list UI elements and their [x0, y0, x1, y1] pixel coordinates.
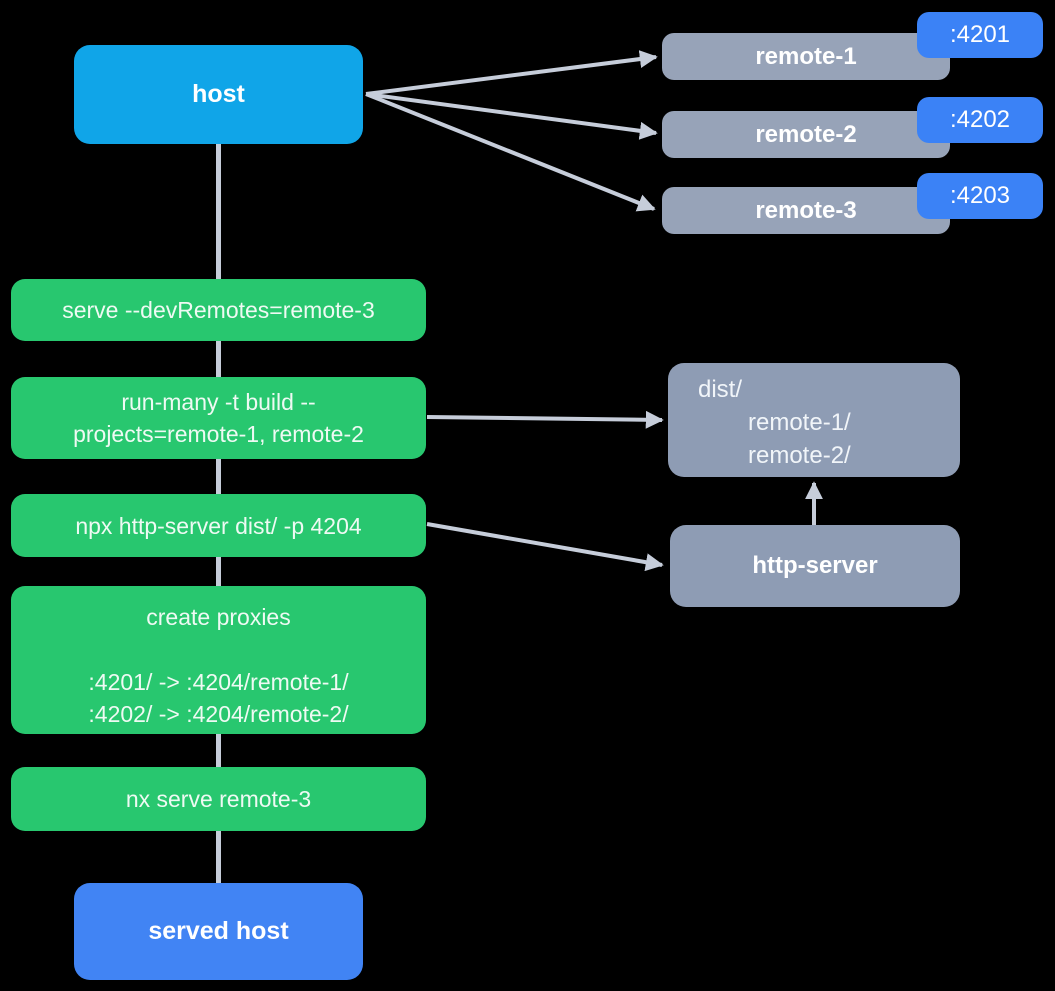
node-remote-2: remote-2 [662, 111, 950, 158]
dist-folder-remote-1: remote-1/ [748, 409, 851, 436]
port-badge-4201: :4201 [917, 12, 1043, 58]
port-badge-4203: :4203 [917, 173, 1043, 219]
dist-folder-remote-2: remote-2/ [748, 442, 851, 469]
node-served-host: served host [74, 883, 363, 980]
proxy-mapping-4202: :4202/ -> :4204/remote-2/ [88, 701, 349, 727]
remote-2-label: remote-2 [755, 120, 857, 148]
dist-folder-root: dist/ [698, 376, 743, 403]
port-badge-4202: :4202 [917, 97, 1043, 143]
remote-3-label: remote-3 [755, 196, 857, 224]
step-nx-serve-remote-3: nx serve remote-3 [11, 767, 426, 831]
node-remote-1: remote-1 [662, 33, 950, 80]
node-host: host [74, 45, 363, 144]
step-create-proxies: create proxies :4201/ -> :4204/remote-1/… [11, 586, 426, 734]
served-host-label: served host [148, 917, 289, 945]
step-serve-dev-remotes: serve --devRemotes=remote-3 [11, 279, 426, 341]
step-nx-serve-remote-3-text: nx serve remote-3 [125, 786, 312, 812]
port-badge-4202-label: :4202 [949, 106, 1011, 133]
remote-1-label: remote-1 [755, 42, 857, 70]
step-npx-http-server-text: npx http-server dist/ -p 4204 [75, 512, 362, 539]
arrow-host-to-remote-1 [365, 50, 658, 96]
arrow-httpcmd-to-httpserver [426, 522, 664, 572]
arrow-build-to-dist [426, 410, 664, 429]
node-dist-folder: dist/ remote-1/ remote-2/ [668, 363, 960, 477]
step-serve-dev-remotes-text: serve --devRemotes=remote-3 [62, 297, 375, 323]
step-npx-http-server: npx http-server dist/ -p 4204 [11, 494, 426, 557]
arrow-host-to-remote-3 [365, 92, 656, 212]
step-run-many-build-line-1: run-many -t build -- [121, 389, 316, 415]
step-create-proxies-title: create proxies [146, 604, 291, 630]
http-server-label: http-server [752, 552, 878, 579]
step-run-many-build-line-2: projects=remote-1, remote-2 [73, 421, 364, 447]
port-badge-4201-label: :4201 [949, 21, 1011, 48]
port-badge-4203-label: :4203 [949, 182, 1011, 209]
proxy-mapping-4201: :4201/ -> :4204/remote-1/ [88, 669, 349, 695]
node-remote-3: remote-3 [662, 187, 950, 234]
step-run-many-build: run-many -t build -- projects=remote-1, … [11, 377, 426, 459]
host-label: host [192, 80, 245, 108]
node-http-server: http-server [670, 525, 960, 607]
arrow-host-to-remote-2 [365, 92, 658, 140]
